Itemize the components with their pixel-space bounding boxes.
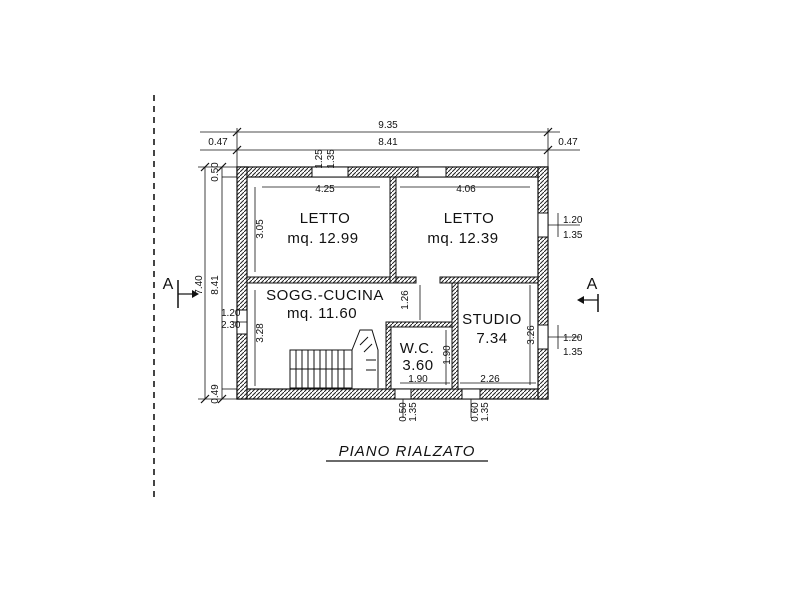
arrow-right-icon [192, 290, 199, 298]
room-height-label: 1.90 [442, 345, 453, 365]
dim-top-wall: 0.50 [210, 162, 221, 182]
room-name: W.C. [400, 340, 435, 357]
section-marker-left: A [163, 276, 199, 308]
room-studio: STUDIO 7.34 2.26 3.26 [462, 311, 537, 385]
dim-overall-width: 9.35 [378, 120, 398, 131]
dimension-ticks [200, 127, 553, 404]
interior-walls [246, 176, 539, 390]
dim-inner-height: 8.41 [210, 275, 221, 295]
room-height-label: 3.05 [255, 219, 266, 239]
dim-right-offset: 0.47 [558, 137, 578, 148]
dimension-lines [198, 128, 580, 418]
room-area: 3.60 [402, 357, 433, 374]
dim-left-window-b: 2.30 [221, 320, 241, 331]
dim-top-window-a: 1.25 [314, 149, 325, 169]
dim-bottom-door-2b: 1.35 [480, 402, 491, 422]
dim-left-offset: 0.47 [208, 137, 228, 148]
room-area: mq. 12.39 [427, 230, 498, 247]
room-area: 7.34 [476, 330, 507, 347]
section-marker-right: A [577, 276, 599, 312]
section-letter: A [163, 276, 174, 293]
dim-right-window-2a: 1.20 [563, 333, 583, 344]
room-letto-1: 4.25 3.05 LETTO mq. 12.99 [255, 184, 358, 247]
dimension-labels: 9.35 8.41 0.47 0.47 7.40 8.41 0.50 0.49 … [194, 120, 583, 422]
room-letto-2: 4.06 LETTO mq. 12.39 [427, 184, 498, 247]
room-area: mq. 12.99 [287, 230, 358, 247]
dim-overall-height: 7.40 [194, 275, 205, 295]
dim-right-window-2b: 1.35 [563, 347, 583, 358]
dim-left-window-a: 1.20 [221, 308, 241, 319]
room-name: SOGG.-CUCINA [266, 287, 384, 304]
room-name: LETTO [300, 210, 351, 227]
room-width-label: 1.90 [408, 374, 428, 385]
room-width-label: 4.25 [315, 184, 335, 195]
room-area: mq. 11.60 [287, 305, 357, 322]
dim-bottom-wall: 0.49 [210, 384, 221, 404]
room-width-label: 2.26 [480, 374, 500, 385]
staircase [289, 329, 379, 389]
arrow-left-icon [577, 296, 584, 304]
room-height-label: 3.26 [526, 325, 537, 345]
plan-caption: PIANO RIALZATO [326, 443, 488, 462]
room-width-label: 4.06 [456, 184, 476, 195]
section-letter: A [587, 276, 598, 293]
room-name: STUDIO [462, 311, 522, 328]
dim-right-window-1b: 1.35 [563, 230, 583, 241]
dim-right-window-1a: 1.20 [563, 215, 583, 226]
room-height-label: 3.28 [255, 323, 266, 343]
dim-bottom-door-1a: 0.50 [398, 402, 409, 422]
dim-hall: 1.26 [400, 290, 411, 310]
dim-bottom-door-1b: 1.35 [408, 402, 419, 422]
room-soggiorno-cucina: SOGG.-CUCINA mq. 11.60 3.28 [255, 287, 384, 343]
wall-openings [236, 166, 549, 400]
dim-inner-width: 8.41 [378, 137, 398, 148]
plan-title: PIANO RIALZATO [339, 443, 476, 460]
room-wc: W.C. 3.60 1.90 1.90 [400, 340, 453, 385]
room-name: LETTO [444, 210, 495, 227]
dim-top-window-b: 1.35 [326, 149, 337, 169]
dim-bottom-door-2a: 0.60 [470, 402, 481, 422]
